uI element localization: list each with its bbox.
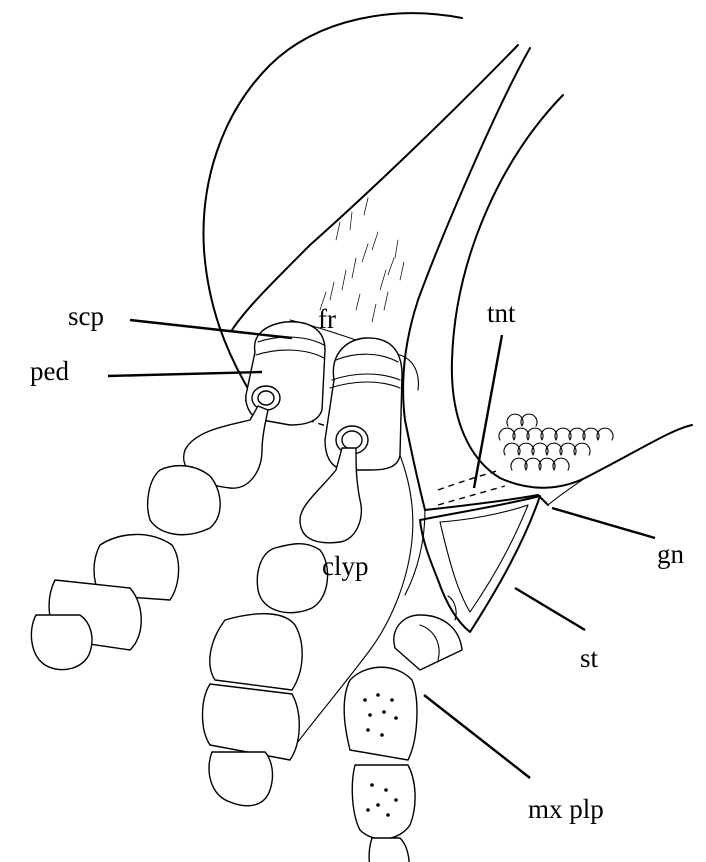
label-ped: ped [30, 356, 69, 386]
leader-gn [552, 508, 655, 538]
head-capsule [204, 13, 692, 510]
leader-st [515, 588, 585, 630]
label-fr: fr [318, 304, 336, 334]
stipes [420, 496, 540, 632]
label-scp: scp [68, 301, 104, 331]
eye-facets [499, 414, 613, 470]
label-tnt: tnt [487, 298, 516, 328]
label-mx-plp: mx plp [528, 794, 604, 824]
label-clyp: clyp [322, 551, 369, 581]
maxillary-palp [344, 615, 462, 862]
leader-mx-plp [424, 695, 530, 778]
label-gn: gn [657, 539, 685, 569]
label-st: st [580, 643, 599, 673]
leader-tnt [474, 335, 502, 488]
